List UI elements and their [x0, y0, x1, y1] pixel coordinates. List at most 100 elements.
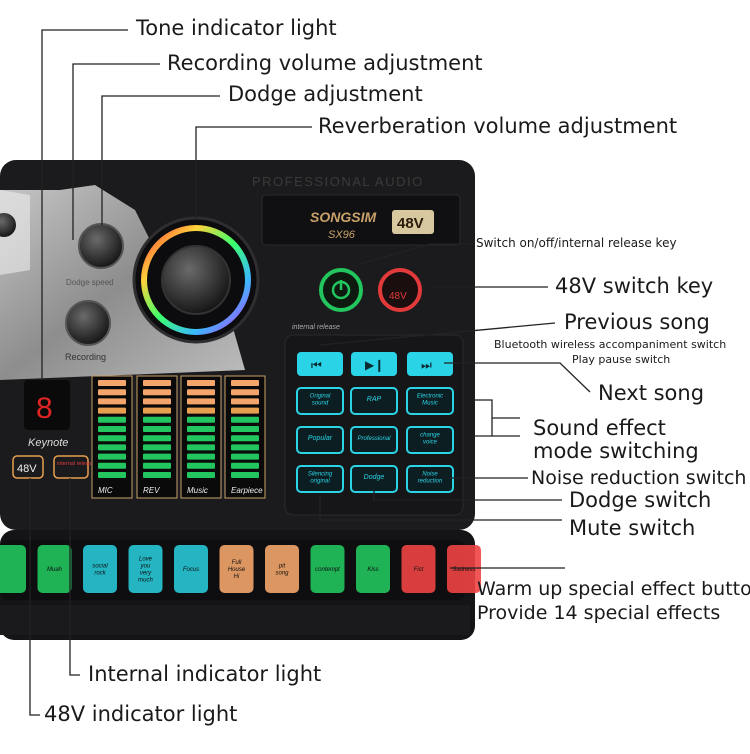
- mode-button: [406, 465, 454, 493]
- effect-label: pit: [278, 564, 286, 570]
- meter-segment: [143, 380, 171, 386]
- reverb-led-ring: [141, 225, 251, 335]
- effect-button: [83, 545, 117, 593]
- meter-segment: [187, 398, 215, 405]
- next-icon: ⏭: [421, 358, 432, 372]
- effect-label: very: [140, 571, 152, 577]
- mode-button-label: Popular: [308, 435, 333, 442]
- meter-segment: [231, 462, 259, 469]
- callout-previous-song: Previous song: [564, 310, 710, 334]
- transport-button: [407, 352, 453, 376]
- effect-label: song: [275, 571, 289, 577]
- mode-button-label: Professional: [357, 436, 391, 442]
- prev-icon: ⏮: [311, 358, 322, 372]
- button-48v-label: 48V: [389, 291, 407, 302]
- mode-button-label: Dodge: [364, 474, 385, 481]
- callout-warm-up: Warm up special effect button: [477, 578, 750, 600]
- effect-label: Fist: [414, 567, 424, 573]
- callout-sound-effect-1: Sound effect: [533, 416, 666, 440]
- meter-segment: [98, 462, 126, 469]
- meter-segment: [187, 453, 215, 460]
- model-name: SX96: [328, 229, 356, 241]
- callout-dodge-switch: Dodge switch: [569, 488, 712, 512]
- meter-segment: [98, 416, 126, 423]
- mode-button-label: Electronic: [417, 394, 443, 400]
- effect-label: Love: [139, 557, 153, 563]
- meter-label: REV: [143, 486, 160, 495]
- effect-label: Muah: [47, 567, 63, 573]
- effect-button: [219, 545, 254, 593]
- effect-label: Kiss: [367, 567, 378, 573]
- callout-dodge-adjustment: Dodge adjustment: [228, 82, 423, 106]
- meter-segment: [187, 435, 215, 442]
- meter-segment: [187, 462, 215, 469]
- meter-segment: [143, 398, 171, 405]
- mode-button-label: Music: [422, 401, 438, 407]
- effect-button: [128, 545, 163, 593]
- effect-label: Full: [232, 560, 242, 566]
- mode-button-label: change: [420, 433, 440, 439]
- effect-button: [174, 545, 208, 593]
- mode-button: [296, 426, 344, 454]
- meter-segment: [98, 453, 126, 460]
- recording-label: Recording: [65, 352, 106, 362]
- effect-label: contempt: [315, 567, 340, 573]
- meter-segment: [231, 444, 259, 451]
- callout-switch-internal: Switch on/off/internal release key: [476, 236, 677, 250]
- ind-internal-label: internal release: [57, 461, 95, 467]
- dodge-knob: [78, 223, 124, 269]
- meter-label: Music: [187, 486, 208, 495]
- callout-noise-reduction: Noise reduction switch: [531, 467, 747, 489]
- meter-segment: [231, 416, 259, 423]
- reverb-knob: [161, 245, 231, 315]
- meter-segment: [231, 435, 259, 442]
- keynote-label: Keynote: [28, 437, 68, 449]
- meter-label: Earpiece: [231, 486, 263, 495]
- meter-segment: [143, 435, 171, 442]
- badge-48v: 48V: [397, 215, 424, 232]
- callout-48v-switch: 48V switch key: [555, 274, 714, 298]
- effect-label: Focus: [183, 567, 199, 573]
- effect-label: House: [228, 567, 246, 573]
- callout-internal-indicator: Internal indicator light: [88, 662, 322, 686]
- transport-button: [297, 352, 343, 376]
- ind-48v-label: 48V: [17, 463, 37, 475]
- meter-segment: [143, 472, 171, 478]
- callout-sound-effect-2: mode switching: [533, 439, 699, 463]
- mode-button: [350, 426, 398, 454]
- effect-button: [0, 545, 26, 593]
- meter-segment: [231, 407, 259, 414]
- meter-segment: [187, 407, 215, 414]
- effect-buttons: MuahsocialrockLoveyouverymuchFocusFullHo…: [0, 545, 481, 593]
- callout-tone-indicator: Tone indicator light: [136, 16, 337, 40]
- mode-button: [406, 426, 454, 454]
- meter-label: MIC: [98, 486, 113, 495]
- meter-segment: [98, 380, 126, 386]
- meter-segment: [143, 462, 171, 469]
- mode-button-label: Silencing: [308, 472, 333, 478]
- callout-reverb-volume: Reverberation volume adjustment: [318, 114, 678, 138]
- button-48v: [378, 268, 422, 312]
- effect-button: [37, 545, 72, 593]
- mode-button-label: Original: [310, 394, 331, 400]
- effect-button: [265, 545, 299, 593]
- meter-segment: [187, 444, 215, 451]
- effect-label: much: [138, 578, 153, 584]
- meter-segment: [187, 416, 215, 423]
- meter-segment: [98, 407, 126, 414]
- effect-button: [310, 545, 345, 593]
- dodge-speed-label: Dodge speed: [66, 278, 114, 287]
- effect-button: [356, 545, 390, 593]
- mode-button-label: voice: [423, 440, 438, 446]
- callout-48v-indicator: 48V indicator light: [44, 702, 238, 726]
- callout-mute-switch: Mute switch: [569, 516, 696, 540]
- meter-segment: [143, 416, 171, 423]
- meter-segment: [231, 453, 259, 460]
- play-pause-bluetooth-icon: ▶❙: [365, 358, 384, 372]
- meter-segment: [143, 444, 171, 451]
- meter-segment: [98, 426, 126, 432]
- device-header: PROFESSIONAL AUDIO: [252, 174, 424, 189]
- mode-button-label: RAP: [367, 396, 382, 403]
